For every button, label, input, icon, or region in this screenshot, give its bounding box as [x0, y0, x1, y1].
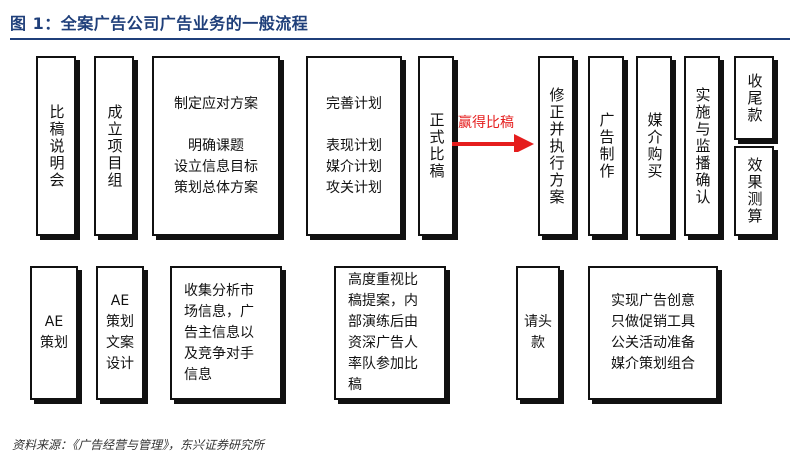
box-meijie-goumai: 媒介购买 — [636, 56, 672, 236]
box-guanggao-zhizuo: 广告制作 — [588, 56, 624, 236]
box-label: AE 策划 文案 设计 — [106, 293, 134, 372]
box-label: 正式比稿 — [427, 112, 446, 180]
box-label: 收尾款 — [745, 72, 764, 124]
box-label: 完善计划 表现计划 媒介计划 攻关计划 — [326, 95, 382, 196]
box-zhengshi-bisao: 正式比稿 — [418, 56, 454, 236]
box-chengli-xiangmuzu: 成立项目组 — [94, 56, 134, 236]
source-note: 资料来源：《广告经营与管理》，东兴证券研究所 — [12, 438, 265, 452]
title-underline — [10, 38, 790, 40]
box-label: 修正并执行方案 — [547, 86, 566, 206]
box-shouweikuan: 收尾款 — [734, 56, 774, 140]
box-label: 请头 款 — [524, 314, 552, 351]
box-label: 成立项目组 — [105, 103, 124, 189]
box-label: 收集分析市 场信息，广 告主信息以 及竞争对手 信息 — [184, 282, 254, 383]
figure-title: 图 1：全案广告公司广告业务的一般流程 — [10, 14, 309, 33]
box-label: 广告制作 — [597, 112, 616, 180]
box-shishi-jianbo: 实施与监播确认 — [684, 56, 720, 236]
box-wanshan-jihua: 完善计划 表现计划 媒介计划 攻关计划 — [306, 56, 402, 236]
box-shouji-fenxi: 收集分析市 场信息，广 告主信息以 及竞争对手 信息 — [170, 266, 282, 400]
box-gaodu-zhongshi: 高度重视比 稿提案，内 部演练后由 资深广告人 率队参加比 稿 — [334, 266, 446, 400]
box-label: 高度重视比 稿提案，内 部演练后由 资深广告人 率队参加比 稿 — [348, 272, 418, 393]
box-label: 实现广告创意 只做促销工具 公关活动准备 媒介策划组合 — [611, 293, 695, 372]
box-ae-cehua: AE 策划 — [30, 266, 78, 400]
box-ae-wenan-sheji: AE 策划 文案 设计 — [96, 266, 144, 400]
arrow-right-icon — [452, 134, 534, 152]
arrow-label: 赢得比稿 — [458, 115, 514, 131]
box-label: 实施与监播确认 — [693, 86, 712, 206]
box-label: AE 策划 — [40, 314, 68, 351]
box-label: 媒介购买 — [645, 112, 664, 180]
box-shixian-chuangyi: 实现广告创意 只做促销工具 公关活动准备 媒介策划组合 — [588, 266, 718, 400]
box-label: 比稿说明会 — [47, 103, 66, 189]
box-bisao-shuomihui: 比稿说明会 — [36, 56, 76, 236]
box-label: 制定应对方案 明确课题 设立信息目标 策划总体方案 — [174, 95, 258, 196]
box-label: 效果测算 — [745, 157, 764, 225]
box-zhiding-fangan: 制定应对方案 明确课题 设立信息目标 策划总体方案 — [152, 56, 280, 236]
win-arrow: 赢得比稿 — [450, 112, 536, 152]
box-xiaoguo-cesuan: 效果测算 — [734, 146, 774, 236]
box-xiuzheng-fangan: 修正并执行方案 — [538, 56, 574, 236]
box-qing-toukuan: 请头 款 — [516, 266, 560, 400]
